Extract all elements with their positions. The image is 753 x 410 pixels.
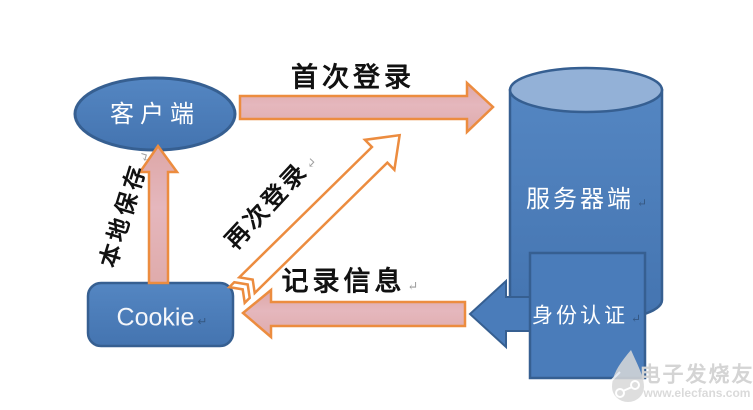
server-cylinder-top	[508, 66, 664, 114]
return-mark-icon: ↵	[407, 279, 423, 295]
cookie-node-label: Cookie↵	[116, 303, 208, 332]
second-login-arrow	[226, 133, 402, 306]
auth-node-label: 身份认证↵	[531, 303, 645, 328]
cookie-text: Cookie	[116, 303, 195, 332]
first-login-text: 首次登录	[291, 62, 415, 94]
second-login-arrow-stripe	[226, 280, 252, 306]
client-node-label: 客户端	[110, 102, 200, 126]
auth-text: 身份认证	[531, 303, 628, 328]
watermark-url: www.elecfans.com	[644, 387, 751, 399]
return-mark-icon: ↵	[197, 314, 208, 329]
first-login-label: 首次登录	[291, 65, 415, 92]
first-login-arrow	[238, 80, 495, 135]
server-node-label: 服务器端↵	[526, 187, 650, 211]
server-text: 服务器端	[525, 185, 634, 213]
second-login-arrow-body	[236, 133, 402, 296]
watermark-brand-text: 电子发烧友	[639, 361, 753, 387]
watermark-brand: 电子发烧友	[640, 364, 753, 385]
watermark-logo	[611, 350, 644, 402]
record-info-label: 记录信息↵	[282, 269, 423, 296]
return-mark-icon: ↵	[636, 196, 651, 210]
local-save-arrow	[137, 143, 180, 285]
client-text: 客户端	[110, 100, 200, 128]
record-info-text: 记录信息	[281, 266, 406, 298]
watermark-url-text: www.elecfans.com	[643, 386, 751, 400]
return-mark-icon: ↵	[630, 311, 645, 326]
record-info-arrow	[241, 287, 467, 340]
